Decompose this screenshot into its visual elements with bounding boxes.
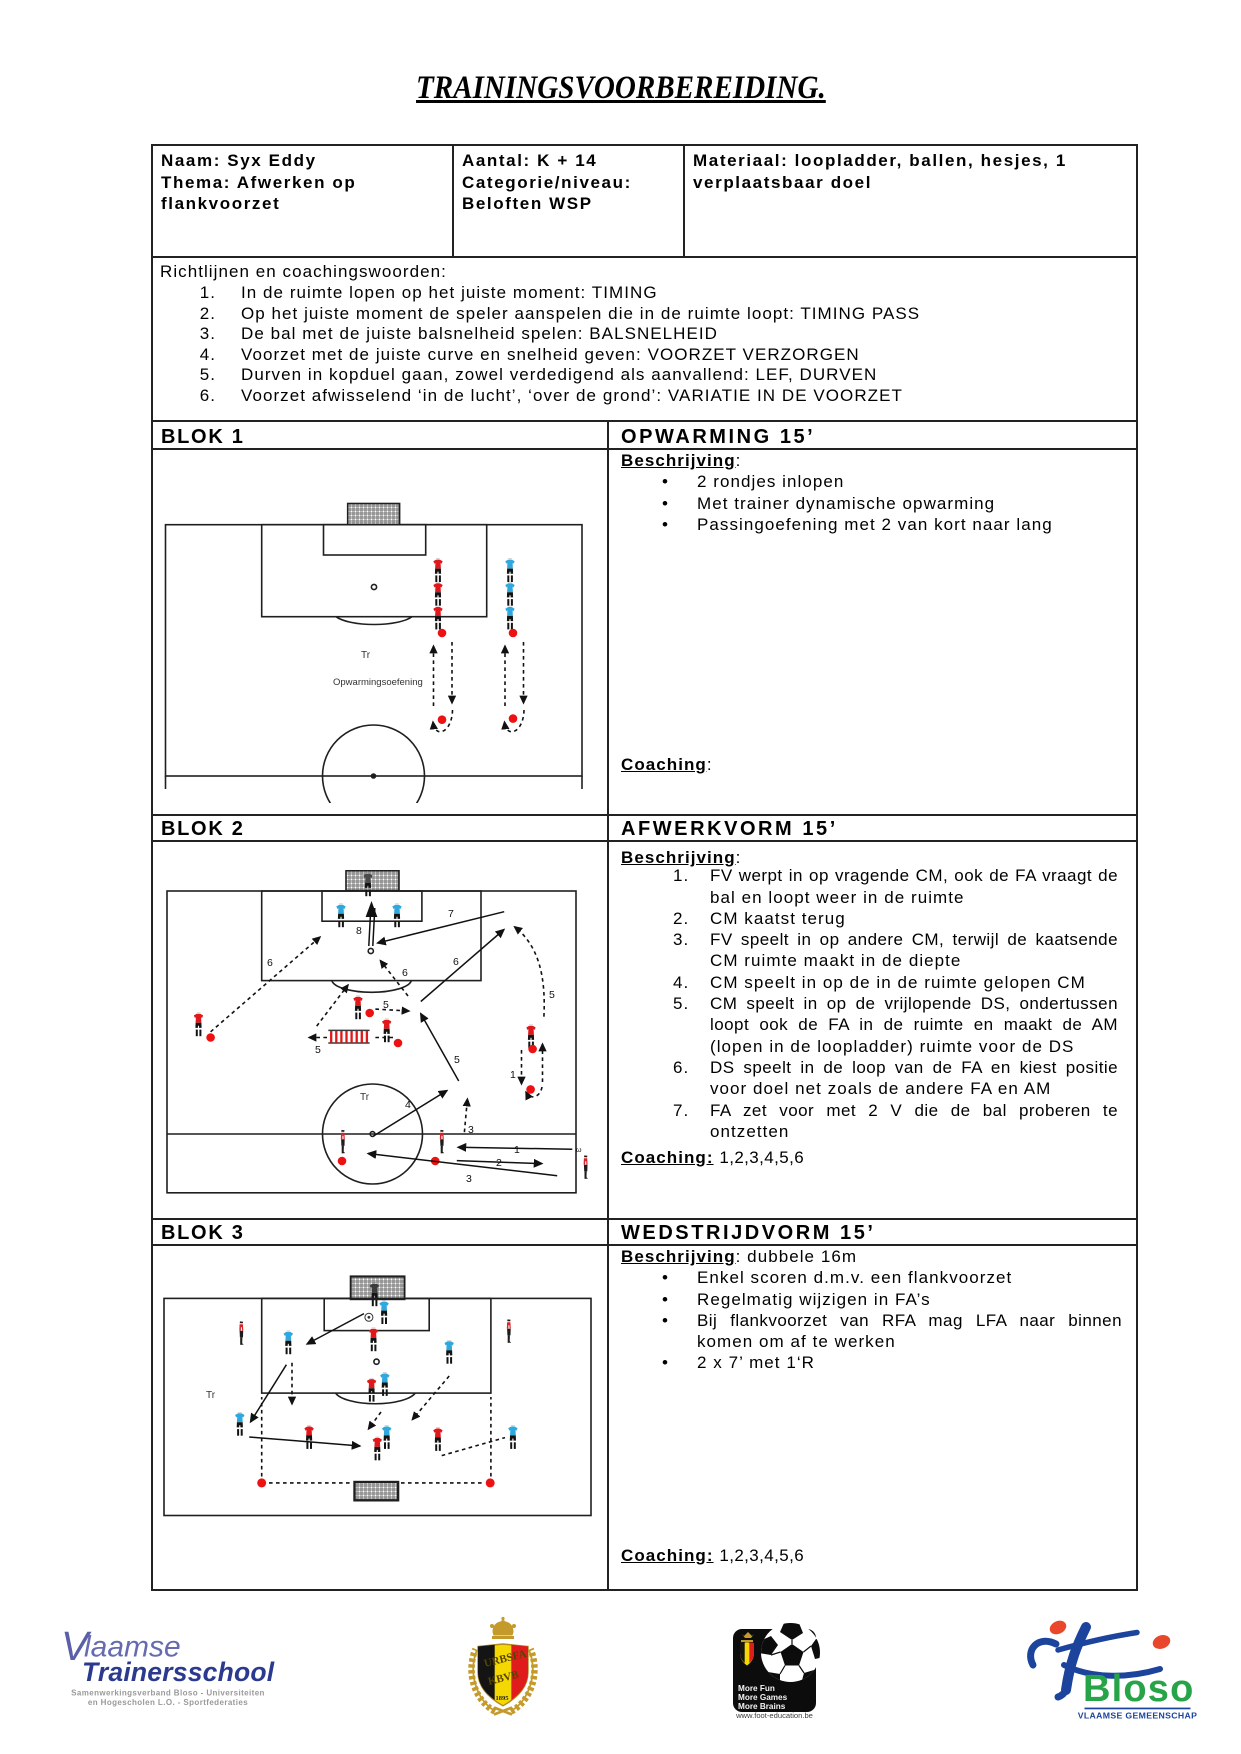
svg-text:2: 2	[496, 1157, 502, 1169]
svg-text:Opwarmingsoefening: Opwarmingsoefening	[333, 677, 423, 688]
svg-text:6: 6	[402, 967, 408, 979]
svg-text:5: 5	[549, 989, 555, 1001]
svg-text:Tr: Tr	[206, 1390, 216, 1401]
svg-text:1: 1	[514, 1144, 520, 1156]
svg-text:More Brains: More Brains	[738, 1702, 786, 1711]
svg-text:Tr: Tr	[361, 650, 371, 661]
svg-text:Bloso: Bloso	[1083, 1668, 1195, 1710]
svg-text:ω: ω	[576, 1147, 582, 1154]
svg-text:5: 5	[315, 1044, 321, 1056]
svg-text:4: 4	[405, 1099, 411, 1111]
svg-text:3: 3	[468, 1124, 474, 1136]
svg-text:3: 3	[466, 1173, 472, 1185]
svg-text:7: 7	[448, 908, 454, 920]
svg-text:Tr: Tr	[360, 1092, 370, 1103]
svg-text:VLAAMSE GEMEENSCHAP: VLAAMSE GEMEENSCHAP	[1078, 1711, 1198, 1721]
svg-text:More Games: More Games	[738, 1693, 788, 1702]
svg-text:8: 8	[356, 925, 362, 937]
svg-text:5: 5	[454, 1054, 460, 1066]
svg-text:6: 6	[453, 956, 459, 968]
svg-text:6: 6	[267, 957, 273, 969]
svg-text:www.foot-education.be: www.foot-education.be	[735, 1711, 813, 1720]
svg-text:V: V	[61, 1623, 92, 1669]
svg-text:en Hogescholen L.O. - Sportfed: en Hogescholen L.O. - Sportfederaties	[88, 1698, 248, 1707]
svg-text:Trainersschool: Trainersschool	[82, 1657, 275, 1687]
svg-text:laamse: laamse	[84, 1631, 181, 1664]
svg-text:5: 5	[383, 999, 389, 1011]
svg-text:Samenwerkingsverband Bloso - U: Samenwerkingsverband Bloso - Universitei…	[71, 1689, 265, 1698]
svg-text:1: 1	[510, 1069, 516, 1081]
svg-text:1895: 1895	[496, 1695, 510, 1702]
svg-text:More Fun: More Fun	[738, 1684, 775, 1693]
